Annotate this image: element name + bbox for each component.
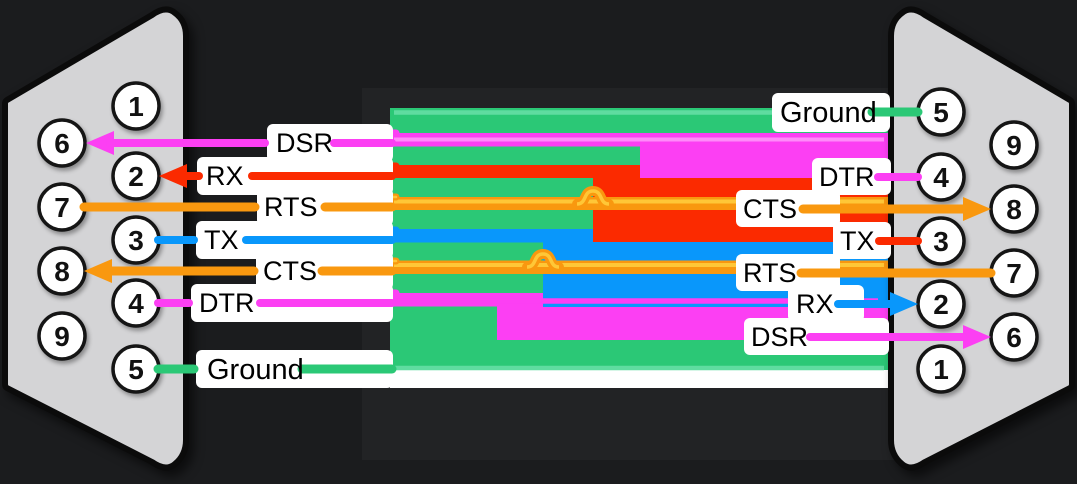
label-right-tx: TX xyxy=(840,226,875,256)
arrowhead-left-dsr xyxy=(86,131,114,155)
pin-right-1 xyxy=(916,344,966,394)
pin-left-9-number: 9 xyxy=(54,321,70,352)
right-label-boxes xyxy=(736,93,891,355)
arrowhead-left-cts xyxy=(84,259,112,283)
pin-right-9 xyxy=(989,120,1039,170)
left-label-texts: DSR RX RTS TX CTS DTR Ground xyxy=(199,128,333,386)
label-right-dtr: DTR xyxy=(819,162,875,192)
wires xyxy=(79,107,996,374)
label-left-rts: RTS xyxy=(264,192,318,222)
pin-right-5-number: 5 xyxy=(933,97,949,128)
label-box-right-tx xyxy=(833,222,891,259)
label-right-rts: RTS xyxy=(743,258,797,288)
pin-left-3-number: 3 xyxy=(128,225,144,256)
pin-left-5-number: 5 xyxy=(128,354,144,385)
rts-hop-arc-highlight xyxy=(576,189,610,206)
label-box-right-ground xyxy=(772,93,890,132)
label-left-cts: CTS xyxy=(263,256,317,286)
pin-left-6-number: 6 xyxy=(54,128,70,159)
pin-right-1-number: 1 xyxy=(933,354,949,385)
label-right-cts: CTS xyxy=(743,194,797,224)
right-pins: 5 9 4 8 3 7 2 6 1 xyxy=(916,87,1039,394)
pin-left-4-number: 4 xyxy=(128,288,144,319)
label-left-rx: RX xyxy=(206,161,244,191)
right-label-texts: Ground DTR CTS TX RTS RX DSR xyxy=(743,97,877,352)
label-right-ground: Ground xyxy=(780,97,877,129)
pin-right-4-number: 4 xyxy=(933,162,949,193)
left-pins: 1 6 2 7 3 8 4 9 5 xyxy=(37,81,161,394)
label-box-right-rts xyxy=(736,254,840,291)
pin-left-7-number: 7 xyxy=(54,192,70,223)
label-right-rx: RX xyxy=(796,289,834,319)
arrowhead-right-rx xyxy=(890,292,918,316)
cts-hop-arc-highlight xyxy=(526,252,560,269)
pin-left-1 xyxy=(111,81,161,131)
arrowhead-right-dsr xyxy=(963,325,991,349)
pin-right-7-number: 7 xyxy=(1006,258,1022,289)
pin-right-6-number: 6 xyxy=(1006,322,1022,353)
label-left-dsr: DSR xyxy=(276,128,333,158)
pin-left-2-number: 2 xyxy=(128,161,144,192)
label-left-tx: TX xyxy=(204,225,239,255)
label-right-dsr: DSR xyxy=(751,322,808,352)
right-connector: 5 9 4 8 3 7 2 6 1 xyxy=(888,6,1075,471)
arrowhead-left-rx xyxy=(159,164,187,188)
pin-right-3-number: 3 xyxy=(933,226,949,257)
pin-right-2-number: 2 xyxy=(933,289,949,320)
pin-left-8-number: 8 xyxy=(54,256,70,287)
label-box-right-cts xyxy=(736,190,840,227)
label-left-dtr: DTR xyxy=(199,288,255,318)
label-box-right-rx xyxy=(788,285,864,322)
arrowhead-right-cts xyxy=(963,197,991,221)
label-left-ground: Ground xyxy=(207,354,304,386)
pin-right-9-number: 9 xyxy=(1006,130,1022,161)
pin-left-1-number: 1 xyxy=(128,91,144,122)
pin-left-6 xyxy=(37,118,87,168)
label-box-left-ground xyxy=(196,350,393,388)
left-connector: 1 6 2 7 3 8 4 9 5 xyxy=(2,6,189,471)
label-box-right-dtr xyxy=(812,158,891,195)
pin-left-9 xyxy=(37,311,87,361)
pin-right-8-number: 8 xyxy=(1006,194,1022,225)
